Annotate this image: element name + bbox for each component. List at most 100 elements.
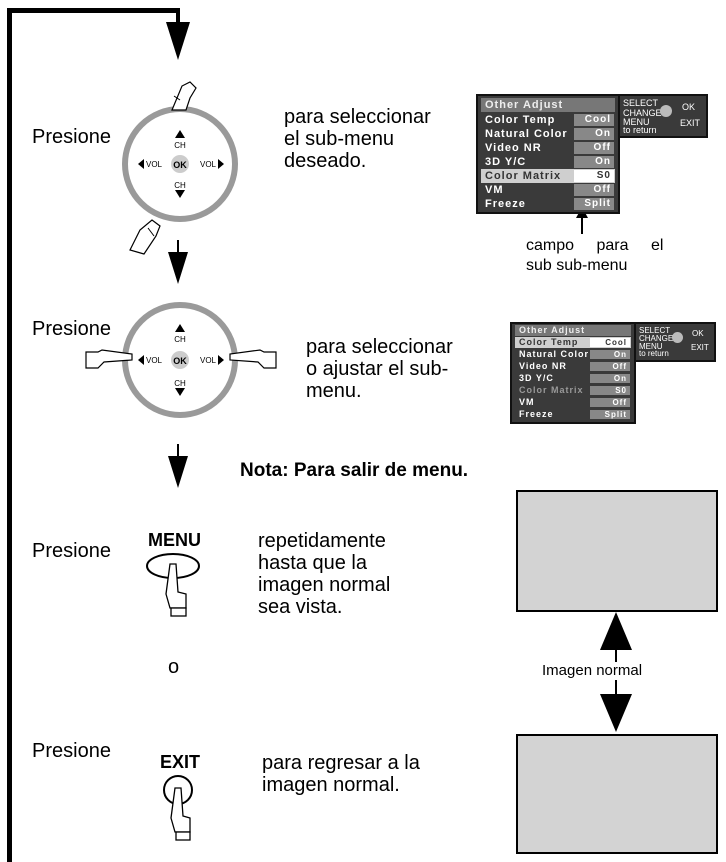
svg-text:VOL: VOL: [200, 160, 217, 169]
step2-press-label: Presione: [32, 318, 111, 340]
menu-step-text: repetidamente hasta que la imagen normal…: [258, 530, 390, 618]
menu-item-value: Split: [590, 410, 630, 419]
exit-note: Nota: Para salir de menu.: [240, 460, 469, 481]
legend-exit: EXIT: [680, 118, 701, 128]
legend-exit: EXIT: [691, 343, 709, 352]
step2-line-3: menu.: [306, 380, 362, 402]
menu-item-value: On: [574, 156, 614, 168]
legend-change: CHANGE: [623, 108, 662, 118]
menu-item-value: On: [590, 350, 630, 359]
step1-text: para seleccionar el sub-menu deseado.: [284, 106, 431, 172]
menu-step-line-4: sea vista.: [258, 596, 343, 618]
menu-item-value: On: [574, 128, 614, 140]
or-label: o: [168, 656, 180, 678]
legend-change: CHANGE: [639, 334, 674, 343]
down-arrow-1: [166, 22, 190, 60]
legend-select: SELECT: [639, 326, 671, 335]
menu-item-label: Freeze: [519, 409, 554, 419]
menu-item-value: Cool: [574, 114, 614, 126]
normal-image-screen-bottom: [516, 734, 718, 854]
normal-image-screen-top: [516, 490, 718, 612]
legend-ok: OK: [682, 102, 696, 112]
menu-item-label: Color Matrix: [485, 170, 562, 182]
submenu-caption: campo para el sub sub-menu: [526, 236, 663, 276]
legend-ok: OK: [692, 329, 704, 338]
exit-step-line-1: para regresar a la: [262, 752, 420, 774]
step2-line-1: para seleccionar: [306, 336, 453, 358]
flow-line-top: [7, 8, 180, 13]
remote-pad-1: OK CH CH VOL VOL: [122, 81, 238, 255]
svg-text:CH: CH: [174, 141, 186, 150]
step2-text: para seleccionar o ajustar el sub- menu.: [306, 336, 453, 402]
exit-button-icon: [163, 775, 193, 841]
step1-line-1: para seleccionar: [284, 106, 431, 128]
svg-text:OK: OK: [173, 356, 187, 366]
down-arrow-3: [168, 456, 188, 488]
menu-item-value: Off: [574, 142, 614, 154]
svg-text:CH: CH: [174, 181, 186, 190]
menu-item-value: S0: [590, 386, 630, 395]
svg-text:OK: OK: [173, 160, 187, 170]
step2-line-2: o ajustar el sub-: [306, 358, 449, 380]
menu-item-label: VM: [519, 397, 535, 407]
dpad-icon: [660, 105, 672, 117]
menu-step-press-label: Presione: [32, 540, 111, 562]
menu-step-line-2: hasta que la: [258, 552, 367, 574]
down-arrow-screen: [600, 694, 632, 732]
menu-item-label: Color Temp: [485, 114, 556, 126]
up-arrow-screen: [600, 612, 632, 650]
exit-step-line-2: imagen normal.: [262, 774, 400, 796]
exit-button-label: EXIT: [160, 752, 201, 772]
menu-item-label: Natural Color: [519, 349, 590, 359]
exit-step-text: para regresar a la imagen normal.: [262, 752, 420, 796]
svg-text:VOL: VOL: [146, 356, 163, 365]
menu-item-label: Color Temp: [519, 337, 579, 347]
menu-step-line-1: repetidamente: [258, 530, 386, 552]
menu-item-label: Freeze: [485, 198, 526, 210]
menu-title: Other Adjust: [481, 98, 615, 112]
menu-item-label: Color Matrix: [519, 385, 584, 395]
menu-item-label: Video NR: [485, 142, 542, 154]
caption-line-1: campo para el: [526, 237, 664, 254]
legend-select: SELECT: [623, 98, 659, 108]
legend-to-return: to return: [623, 125, 657, 135]
normal-image-label: Imagen normal: [540, 662, 645, 679]
menu-item-value: On: [590, 374, 630, 383]
menu-item-value: Split: [574, 198, 614, 210]
legend-menu: MENU: [623, 117, 650, 127]
step1-press-label: Presione: [32, 126, 111, 148]
caption-line-2: sub sub-menu: [526, 257, 628, 274]
menu-legend-2: SELECT CHANGE MENU to return OK EXIT: [634, 322, 716, 362]
legend-menu: MENU: [639, 342, 663, 351]
menu-item-value: S0: [574, 170, 614, 182]
svg-text:CH: CH: [174, 379, 186, 388]
remote-pad-2: OK CH CH VOL VOL: [85, 302, 277, 418]
menu-title: Other Adjust: [515, 325, 631, 336]
tv-menu-2: Other Adjust Color Temp Cool Natural Colo…: [510, 322, 636, 424]
tv-menu-1: Other Adjust Color Temp Cool Natural Colo…: [476, 94, 620, 214]
menu-item-value: Off: [590, 362, 630, 371]
menu-item-value: Off: [590, 398, 630, 407]
svg-text:CH: CH: [174, 335, 186, 344]
svg-text:VOL: VOL: [200, 356, 217, 365]
menu-step-line-3: imagen normal: [258, 574, 391, 596]
menu-item-label: VM: [485, 184, 504, 196]
menu-item-label: 3D Y/C: [519, 373, 554, 383]
svg-text:VOL: VOL: [146, 160, 163, 169]
step1-line-2: el sub-menu: [284, 128, 395, 150]
menu-item-label: Video NR: [519, 361, 567, 371]
exit-step-press-label: Presione: [32, 740, 111, 762]
menu-item-value: Cool: [590, 338, 630, 347]
menu-item-label: 3D Y/C: [485, 156, 527, 168]
flow-line-vertical: [7, 8, 12, 862]
menu-item-label: Natural Color: [485, 128, 568, 140]
menu-button-label: MENU: [148, 530, 201, 550]
dpad-icon: [672, 332, 683, 343]
menu-item-value: Off: [574, 184, 614, 196]
legend-to-return: to return: [639, 349, 669, 358]
step1-line-3: deseado.: [284, 150, 367, 172]
menu-legend-1: SELECT CHANGE MENU to return OK EXIT: [618, 94, 708, 138]
menu-button-icon: [146, 553, 200, 617]
down-arrow-2: [168, 252, 188, 284]
